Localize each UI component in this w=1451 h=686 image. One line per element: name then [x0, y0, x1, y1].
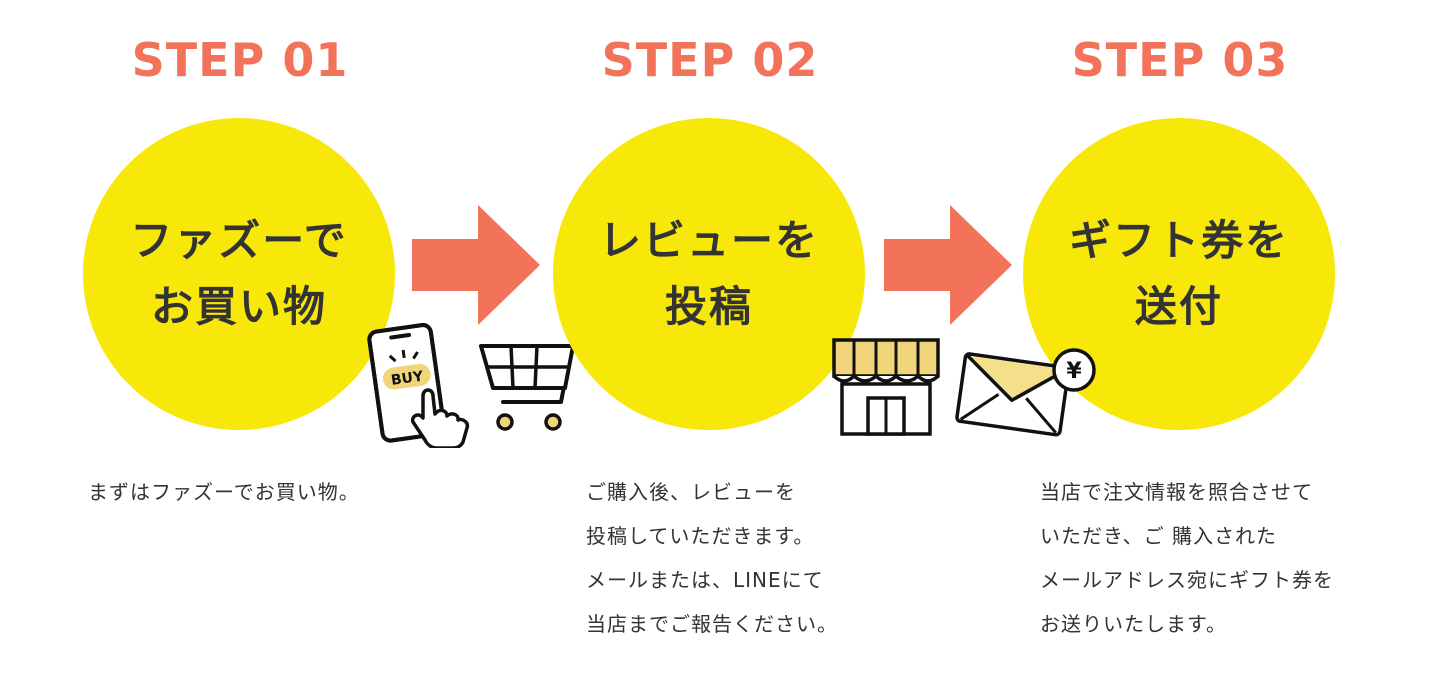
step-2-description: ご購入後、レビューを 投稿していただきます。 メールまたは、LINEにて 当店ま… [586, 470, 838, 646]
step-2-circle: レビューを 投稿 [553, 118, 865, 430]
shopping-cart-icon [479, 326, 587, 431]
step-3-title-line-1: ギフト券を [1068, 216, 1289, 265]
step-3-title: ギフト券を 送付 [1069, 208, 1289, 340]
step-1-desc-line-1: まずはファズーでお買い物。 [88, 480, 360, 504]
step-2-desc-line-3: メールまたは、LINEにて [586, 568, 824, 592]
step-3-title-line-2: 送付 [1134, 282, 1223, 331]
step-2-title-line-1: レビューを [598, 216, 819, 265]
step-1-heading: STEP 01 [131, 33, 349, 87]
step-1-title-line-2: お買い物 [150, 282, 327, 331]
step-1-title-line-1: ファズーで [130, 216, 348, 265]
buy-label: BUY [390, 368, 425, 388]
envelope-yen-icon: ¥ [955, 348, 1096, 437]
right-arrow-icon [412, 205, 540, 325]
step-2-desc-line-4: 当店までご報告ください。 [586, 612, 838, 636]
step-1-description: まずはファズーでお買い物。 [88, 470, 360, 514]
step-1-circle: ファズーで お買い物 [83, 118, 395, 430]
step-2-title: レビューを 投稿 [599, 208, 819, 340]
store-icon [832, 338, 940, 436]
step-2-title-line-2: 投稿 [664, 282, 753, 331]
step-3-desc-line-1: 当店で注文情報を照合させて [1040, 480, 1313, 504]
step-3-desc-line-4: お送りいたします。 [1040, 612, 1227, 636]
step-2-desc-line-1: ご購入後、レビューを [586, 480, 796, 504]
yen-symbol: ¥ [1066, 359, 1082, 384]
smartphone-buy-icon: BUY [367, 323, 470, 448]
step-1-title: ファズーで お買い物 [130, 208, 347, 340]
step-3-desc-line-3: メールアドレス宛にギフト券を [1040, 568, 1334, 592]
step-3-heading: STEP 03 [1071, 33, 1289, 87]
step-3-desc-line-2: いただき、ご 購入された [1040, 524, 1277, 548]
step-3-description: 当店で注文情報を照合させて いただき、ご 購入された メールアドレス宛にギフト券… [1040, 470, 1334, 646]
step-2-desc-line-2: 投稿していただきます。 [586, 524, 815, 548]
step-2-heading: STEP 02 [601, 33, 819, 87]
right-arrow-icon [884, 205, 1012, 325]
